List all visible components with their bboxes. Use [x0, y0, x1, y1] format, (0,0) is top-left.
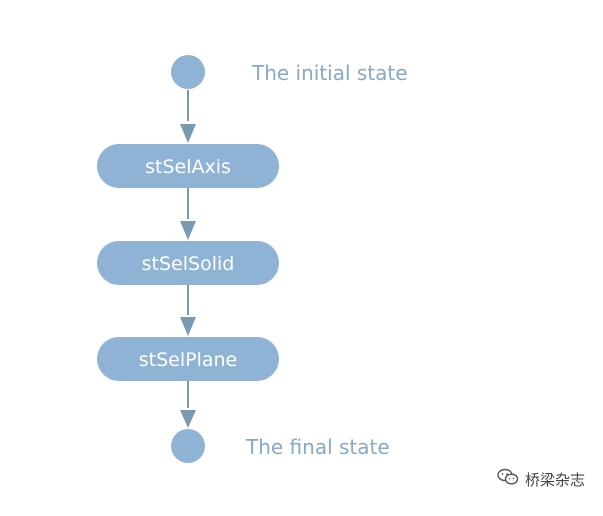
final-state-label: The final state	[245, 435, 390, 459]
transition-arrow-2	[180, 188, 196, 240]
transition-arrow-1	[180, 90, 196, 143]
final-state-circle	[171, 429, 205, 463]
state-node-label: stSelSolid	[142, 253, 235, 275]
state-node-stselplane: stSelPlane	[97, 337, 279, 381]
initial-state-label: The initial state	[251, 61, 408, 85]
watermark-text: 桥梁杂志	[524, 470, 585, 489]
watermark: 桥梁杂志	[497, 468, 585, 490]
initial-state-circle	[171, 55, 205, 89]
transition-arrow-4	[180, 381, 196, 428]
transition-arrow-3	[180, 285, 196, 336]
state-node-stselsolid: stSelSolid	[97, 241, 279, 285]
state-node-label: stSelPlane	[139, 349, 238, 371]
state-node-label: stSelAxis	[145, 156, 231, 178]
wechat-icon	[497, 468, 519, 490]
state-node-stselaxis: stSelAxis	[97, 144, 279, 188]
